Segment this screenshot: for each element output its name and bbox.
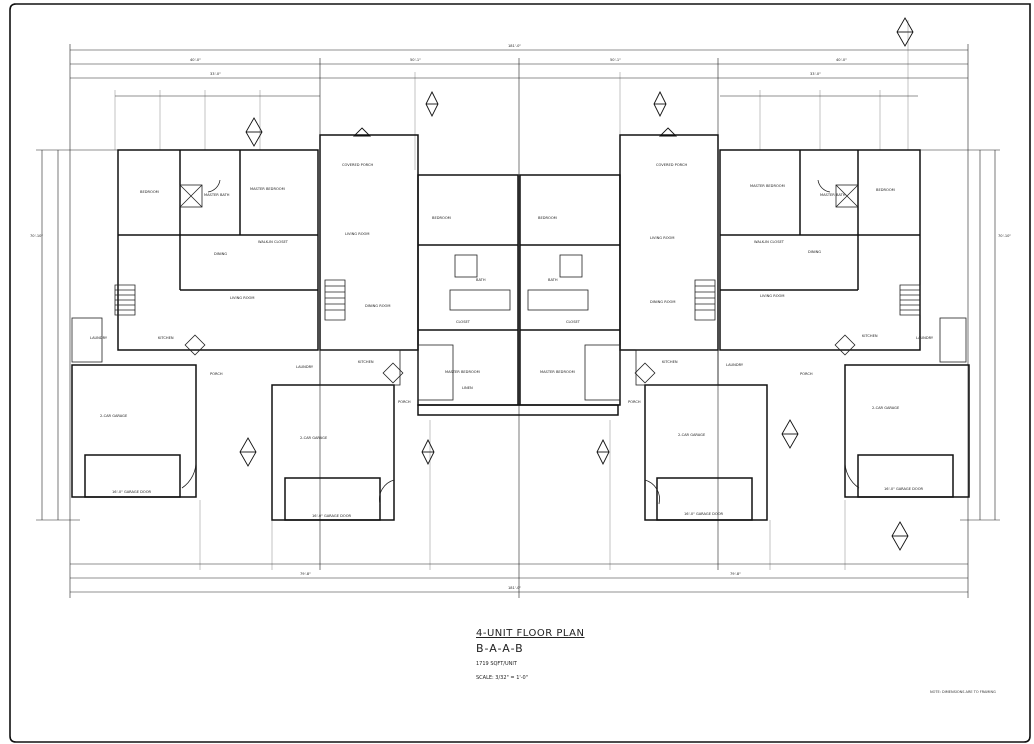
laundry-label-4: LAUNDRY xyxy=(916,336,934,340)
master-bedroom-label-3: MASTER BEDROOM xyxy=(445,370,480,374)
living-room-label-2: LIVING ROOM xyxy=(345,232,370,236)
dim-unit-b-left: 40'-0" xyxy=(190,58,201,62)
garage-door-label-4: 16'-0" GARAGE DOOR xyxy=(884,487,924,491)
garage-label-2: 2-CAR GARAGE xyxy=(300,436,328,440)
dim-unit-b-right: 40'-0" xyxy=(836,58,847,62)
sheet-border xyxy=(9,3,1031,743)
porch-label-2: PORCH xyxy=(398,400,411,404)
bedroom-label-3: BEDROOM xyxy=(432,216,451,220)
garage-label-3: 2-CAR GARAGE xyxy=(678,433,706,437)
dim-sub-a-right: 33'-0" xyxy=(810,72,821,76)
bath-label-1: BATH xyxy=(476,278,486,282)
living-room-label-3: LIVING ROOM xyxy=(650,236,675,240)
bedroom-label-4: BEDROOM xyxy=(538,216,557,220)
linen-label-1: LINEN xyxy=(462,386,473,390)
dim-sub-a-left: 33'-0" xyxy=(210,72,221,76)
closet-label-2: CLOSET xyxy=(566,320,580,324)
master-bath-label-2: MASTER BATH xyxy=(820,193,846,197)
interior-walls xyxy=(71,179,967,505)
porch-label-3: PORCH xyxy=(628,400,641,404)
garage-label-1: 2-CAR GARAGE xyxy=(100,414,128,418)
dim-left-depth: 70'-10" xyxy=(30,234,44,238)
laundry-label-2: LAUNDRY xyxy=(296,365,314,369)
porch-label-4: PORCH xyxy=(800,372,813,376)
bedroom-label-2: BEDROOM xyxy=(876,188,895,192)
garage-label-4: 2-CAR GARAGE xyxy=(872,406,900,410)
plan-area: 1719 SQFT/UNIT xyxy=(476,661,517,667)
dim-right-depth: 70'-10" xyxy=(998,234,1012,238)
dim-overall-bottom: 181'-0" xyxy=(508,586,522,590)
master-bedroom-label-4: MASTER BEDROOM xyxy=(540,370,575,374)
dim-bottom-left: 79'-8" xyxy=(300,572,311,576)
living-room-label-4: LIVING ROOM xyxy=(760,294,785,298)
walk-in-closet-label-2: WALK-IN CLOSET xyxy=(754,240,784,244)
garage-door-label-3: 16'-0" GARAGE DOOR xyxy=(684,512,724,516)
section-markers xyxy=(239,17,914,551)
framing-note: NOTE: DIMENSIONS ARE TO FRAMING xyxy=(930,690,996,694)
plan-unit-sequence: B-A-A-B xyxy=(476,642,524,655)
covered-porch-label-2: COVERED PORCH xyxy=(656,163,688,167)
dim-unit-a-right: 50'-1" xyxy=(610,58,621,62)
master-bedroom-label-1: MASTER BEDROOM xyxy=(250,187,285,191)
garage-door-label-2: 16'-0" GARAGE DOOR xyxy=(312,514,352,518)
closet-label-1: CLOSET xyxy=(456,320,470,324)
garage-door-label-1: 16'-0" GARAGE DOOR xyxy=(112,490,152,494)
laundry-label-1: LAUNDRY xyxy=(90,336,108,340)
master-bath-label-1: MASTER BATH xyxy=(204,193,230,197)
master-bedroom-label-2: MASTER BEDROOM xyxy=(750,184,785,188)
extension-lines xyxy=(114,20,909,570)
kitchen-label-4: KITCHEN xyxy=(862,334,878,338)
covered-porch-label-1: COVERED PORCH xyxy=(342,163,374,167)
dining-label-1: DINING xyxy=(214,252,228,256)
kitchen-label-1: KITCHEN xyxy=(158,336,174,340)
bath-label-2: BATH xyxy=(548,278,558,282)
plan-scale: SCALE: 3/32" = 1'-0" xyxy=(476,675,529,681)
plan-title: 4-UNIT FLOOR PLAN xyxy=(476,628,585,639)
laundry-label-3: LAUNDRY xyxy=(726,363,744,367)
living-room-label-1: LIVING ROOM xyxy=(230,296,255,300)
dim-bottom-right: 79'-8" xyxy=(730,572,741,576)
dining-label-2: DINING xyxy=(808,250,822,254)
dim-unit-a-left: 50'-1" xyxy=(410,58,421,62)
dim-overall-top: 181'-0" xyxy=(508,44,522,48)
walk-in-closet-label-1: WALK-IN CLOSET xyxy=(258,240,288,244)
kitchen-label-2: KITCHEN xyxy=(358,360,374,364)
bedroom-label-1: BEDROOM xyxy=(140,190,159,194)
porch-label-1: PORCH xyxy=(210,372,223,376)
kitchen-label-3: KITCHEN xyxy=(662,360,678,364)
dining-room-label-2: DINING ROOM xyxy=(650,300,676,304)
dining-room-label-1: DINING ROOM xyxy=(365,304,391,308)
title-block: 4-UNIT FLOOR PLAN B-A-A-B 1719 SQFT/UNIT… xyxy=(476,628,646,681)
